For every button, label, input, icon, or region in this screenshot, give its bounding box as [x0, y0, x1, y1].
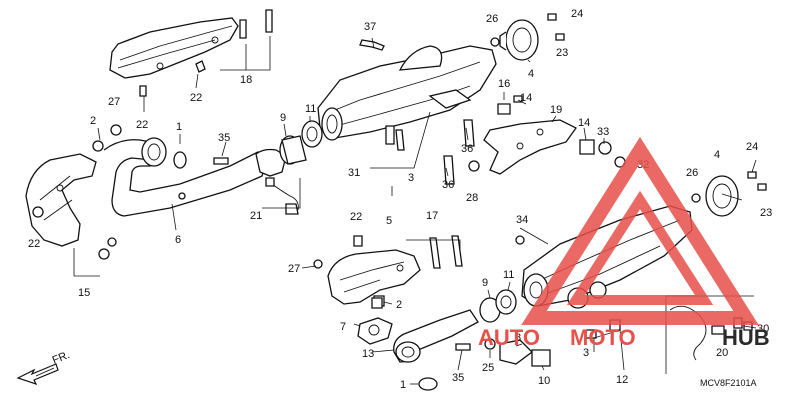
callout-16: 16	[498, 78, 510, 90]
watermark-text-auto: AUTO	[478, 325, 540, 350]
callout-28: 28	[466, 192, 478, 204]
heat-shield-lower-left	[25, 153, 117, 260]
muffler-end-cap-lower	[691, 171, 767, 217]
callout-33: 33	[597, 126, 609, 138]
callout-26-b: 26	[686, 167, 698, 179]
callout-27-a: 27	[108, 96, 120, 108]
callout-1-a: 1	[176, 121, 182, 133]
callout-36-b: 36	[442, 179, 454, 191]
callout-19: 19	[550, 104, 562, 116]
callout-4-a: 4	[528, 68, 534, 80]
callout-9-a: 9	[280, 112, 286, 124]
callout-23-a: 23	[556, 47, 568, 59]
callout-1-b: 1	[400, 379, 406, 391]
clamp-joint-lower	[479, 289, 551, 367]
callout-7: 7	[340, 321, 346, 333]
callout-10: 10	[538, 375, 550, 387]
watermark-text-hub: HUB	[722, 325, 770, 350]
watermark-text-moto: MOTO	[570, 325, 636, 350]
callout-3-b: 3	[583, 347, 589, 359]
callout-5: 5	[386, 215, 392, 227]
callout-18: 18	[240, 74, 252, 86]
callout-25: 25	[482, 362, 494, 374]
callout-30: 30	[757, 323, 769, 335]
callout-21: 21	[250, 210, 262, 222]
callout-34: 34	[516, 214, 528, 226]
callout-4-b: 4	[714, 149, 720, 161]
heat-shield-upper	[109, 9, 273, 79]
oxygen-sensor	[265, 177, 299, 215]
callout-9-b: 9	[482, 277, 488, 289]
callout-26-a: 26	[486, 13, 498, 25]
callout-labels: 18 22 37 26 24 23 4 16 14 19 14 33 32 27…	[28, 8, 772, 391]
callout-35-b: 35	[452, 372, 464, 384]
callout-20: 20	[716, 347, 728, 359]
callout-8: 8	[515, 332, 521, 344]
callout-14-b: 14	[578, 117, 590, 129]
lower-exhaust-pipe	[357, 297, 479, 391]
callout-23-b: 23	[760, 207, 772, 219]
callout-37: 37	[364, 21, 376, 33]
callout-2-a: 2	[90, 115, 96, 127]
diagram-code: MCV8F2101A	[700, 378, 757, 388]
callout-36-a: 36	[461, 143, 473, 155]
callout-14-a: 14	[520, 92, 532, 104]
watermark-logo	[521, 136, 759, 325]
callout-13: 13	[362, 348, 374, 360]
exhaust-chamber-upper	[317, 39, 497, 151]
callout-27-b: 27	[288, 263, 300, 275]
front-direction-arrow-icon	[16, 363, 59, 386]
callout-22-c: 22	[28, 238, 40, 250]
callout-2-b: 2	[396, 299, 402, 311]
callout-11-a: 11	[305, 103, 316, 115]
callout-31: 31	[348, 167, 360, 179]
callout-11-b: 11	[503, 269, 514, 281]
leader-lines	[73, 36, 757, 385]
front-exhaust-pipe	[92, 85, 287, 217]
muffler-end-cap-upper	[490, 13, 565, 61]
callout-15: 15	[78, 287, 90, 299]
callout-35-a: 35	[218, 132, 230, 144]
callout-22-a: 22	[190, 92, 202, 104]
heat-shield-lower	[313, 235, 463, 307]
callout-22-d: 22	[350, 211, 362, 223]
callout-6: 6	[175, 234, 181, 246]
clamp-joint-upper	[279, 120, 323, 165]
callout-17: 17	[426, 210, 438, 222]
callout-24-a: 24	[571, 8, 583, 20]
callout-22-b: 22	[136, 119, 148, 131]
muffler-bracket	[443, 95, 626, 185]
callout-12: 12	[616, 374, 628, 386]
callout-3-a: 3	[408, 172, 414, 184]
front-label: FR.	[51, 349, 72, 367]
callout-24-b: 24	[746, 141, 758, 153]
